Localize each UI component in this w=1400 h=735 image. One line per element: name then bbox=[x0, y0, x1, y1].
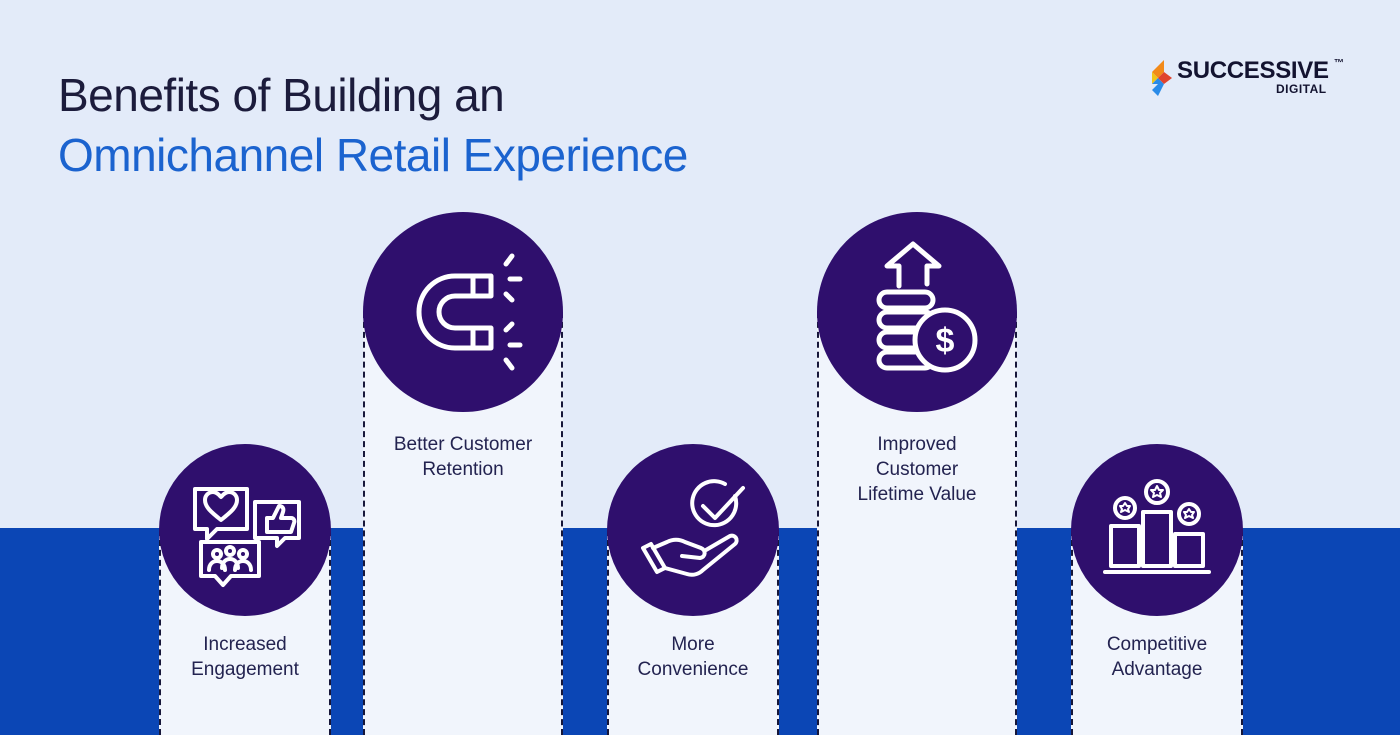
benefit-circle-retention bbox=[363, 212, 563, 412]
coins-growth-icon: $ bbox=[876, 241, 978, 373]
benefit-label-line: Lifetime Value bbox=[857, 484, 977, 505]
benefit-label-line: Customer bbox=[875, 459, 959, 480]
magnet-icon bbox=[416, 253, 523, 371]
benefit-label-lifetime-value: Improved Customer Lifetime Value bbox=[817, 432, 1017, 507]
benefit-circle-engagement bbox=[159, 444, 331, 616]
social-engagement-icon bbox=[193, 487, 301, 587]
benefit-label-line: Better Customer bbox=[393, 434, 533, 455]
benefit-label-line: More bbox=[671, 634, 715, 655]
benefit-label-line: Advantage bbox=[1111, 659, 1203, 680]
logo-subtext: DIGITAL bbox=[1276, 82, 1327, 96]
benefit-circle-convenience bbox=[607, 444, 779, 616]
logo-mark-icon bbox=[1152, 60, 1172, 96]
page-title-line2: Omnichannel Retail Experience bbox=[58, 129, 688, 181]
benefit-label-retention: Better Customer Retention bbox=[363, 432, 563, 482]
benefit-label-line: Engagement bbox=[191, 659, 299, 680]
benefit-label-competitive: Competitive Advantage bbox=[1071, 632, 1243, 682]
benefit-circle-competitive bbox=[1071, 444, 1243, 616]
logo-trademark: ™ bbox=[1334, 58, 1344, 69]
benefit-circle-lifetime-value: $ bbox=[817, 212, 1017, 412]
podium-icon bbox=[1103, 479, 1211, 574]
page-title-line1: Benefits of Building an bbox=[58, 69, 505, 121]
hand-check-icon bbox=[641, 479, 745, 577]
benefit-label-line: Convenience bbox=[637, 659, 749, 680]
benefit-label-line: Increased bbox=[203, 634, 287, 655]
benefit-label-line: Competitive bbox=[1106, 634, 1208, 655]
benefit-label-engagement: Increased Engagement bbox=[159, 632, 331, 682]
logo-wordmark: SUCCESSIVE bbox=[1177, 57, 1329, 84]
svg-text:$: $ bbox=[936, 322, 955, 360]
brand-logo: SUCCESSIVE ™ DIGITAL bbox=[1150, 57, 1350, 102]
benefit-label-line: Improved bbox=[877, 434, 957, 455]
benefit-label-convenience: More Convenience bbox=[607, 632, 779, 682]
benefit-label-line: Retention bbox=[422, 459, 504, 480]
